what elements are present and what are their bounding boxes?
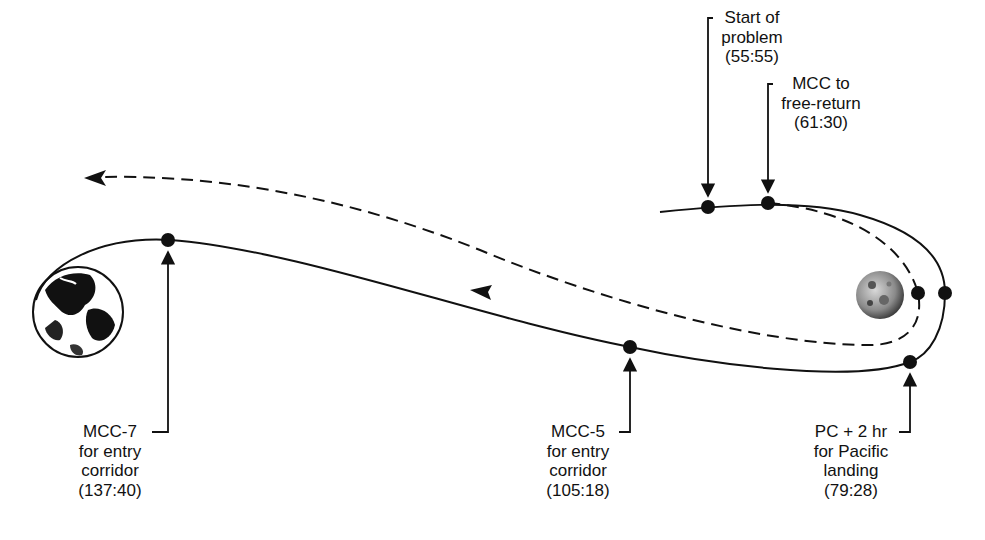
callout-label: MCC to free-return (61:30): [776, 74, 866, 133]
event-dots: [161, 196, 952, 369]
callout-label: PC + 2 hr for Pacific landing (79:28): [806, 422, 896, 500]
direction-arrow: [470, 285, 492, 300]
free-return-trajectory: [100, 177, 919, 345]
callout-label: MCC-5 for entry corridor (105:18): [540, 422, 616, 500]
leader-lines: [152, 18, 910, 432]
callout-label: Start of problem (55:55): [716, 8, 788, 67]
direction-arrow: [84, 170, 106, 186]
actual-trajectory: [36, 205, 945, 372]
callout-label: MCC-7 for entry corridor (137:40): [72, 422, 148, 500]
moon: [856, 271, 904, 319]
